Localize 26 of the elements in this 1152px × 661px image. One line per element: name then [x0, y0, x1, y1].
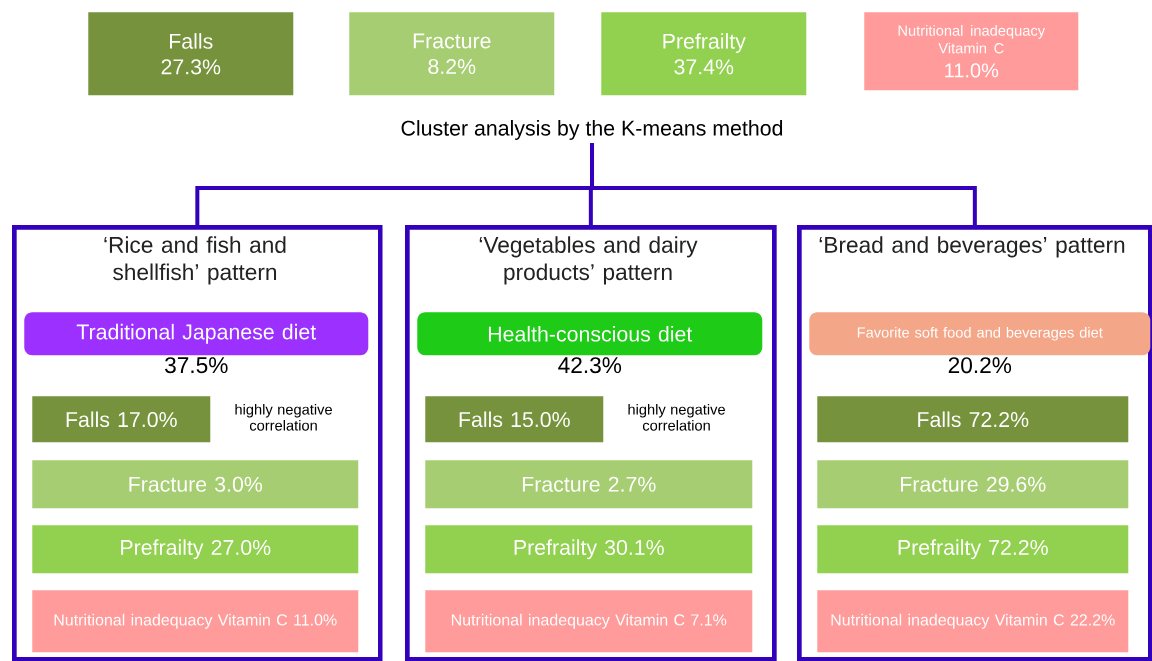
- result-box: Falls 15.0%: [425, 396, 604, 443]
- result-box: Prefrailty 30.1%: [425, 525, 753, 574]
- result-box: Falls 17.0%: [32, 396, 211, 443]
- diet-box: Favorite soft food and beverages diet: [809, 312, 1151, 356]
- percentage-label: 20.2%: [948, 357, 1012, 374]
- result-box: Nutritional inadequacy Vitamin C 22.2%: [817, 590, 1129, 653]
- percentage-label: 42.3%: [558, 357, 622, 374]
- category-box: Nutritional inadequacy Vitamin C 11.0%: [864, 12, 1079, 91]
- percentage-label: 37.5%: [165, 357, 228, 374]
- connector-line: [590, 142, 977, 225]
- result-box: Fracture 3.0%: [32, 460, 359, 509]
- category-box: Falls 27.3%: [88, 12, 294, 96]
- diet-box: Traditional Japanese diet: [24, 312, 369, 356]
- note-text: highly negative correlation: [628, 403, 725, 431]
- result-box: Nutritional inadequacy Vitamin C 11.0%: [32, 590, 359, 653]
- result-box: Prefrailty 27.0%: [32, 525, 359, 574]
- diet-box: Health-conscious diet: [417, 312, 763, 356]
- result-box: Nutritional inadequacy Vitamin C 7.1%: [425, 590, 753, 653]
- result-box: Prefrailty 72.2%: [817, 525, 1129, 574]
- category-box: Prefrailty 37.4%: [601, 12, 807, 96]
- method-heading: Cluster analysis by the K-means method: [401, 120, 783, 140]
- result-box: Falls 72.2%: [817, 396, 1129, 443]
- category-box: Fracture 8.2%: [349, 12, 555, 96]
- note-text: highly negative correlation: [235, 403, 332, 431]
- result-box: Fracture 29.6%: [817, 460, 1129, 509]
- result-box: Fracture 2.7%: [425, 460, 753, 509]
